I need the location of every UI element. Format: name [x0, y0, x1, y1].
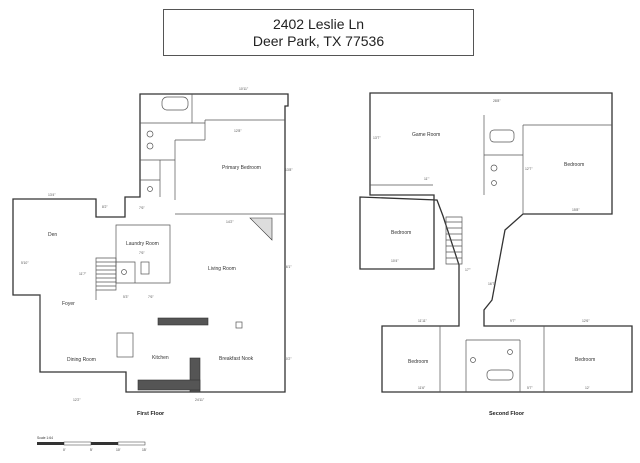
- scale-segment: [37, 442, 64, 445]
- bathtub-icon: [161, 96, 189, 111]
- dimension-label: 13'8": [285, 168, 293, 172]
- kitchen-counter-icon: [137, 379, 201, 391]
- floor-label-second: Second Floor: [489, 411, 525, 417]
- address-line-1: 2402 Leslie Ln: [272, 15, 365, 32]
- dimension-label: 16'7": [488, 282, 496, 286]
- dimension-label: 10'2": [284, 357, 292, 361]
- dimension-label: 10'11": [239, 87, 249, 91]
- dimension-label: 16'1": [284, 265, 292, 269]
- dimension-label: 17'": [465, 268, 471, 272]
- dimension-label: 12'2": [73, 398, 81, 402]
- scale-title: Scale 1:64: [37, 436, 53, 440]
- dimension-label: 24'11": [195, 398, 205, 402]
- dimension-label: 9'7": [510, 319, 516, 323]
- scale-segment: [117, 441, 146, 446]
- primary-bath-wall: [140, 94, 205, 197]
- room-label-dining-room: Dining Room: [67, 357, 96, 363]
- scale-tick: 5': [90, 448, 93, 452]
- kitchen-counter-icon: [189, 357, 201, 393]
- second-floor-exterior-wall: [359, 92, 633, 393]
- sink-icon: [146, 130, 154, 138]
- dimension-label: 12': [585, 386, 590, 390]
- dimension-label: 13'7": [373, 136, 381, 140]
- scale-segment: [63, 441, 92, 446]
- room-label-primary-bedroom: Primary Bedroom: [222, 165, 261, 171]
- kitchen-island-icon: [157, 317, 209, 326]
- toilet-icon: [470, 357, 476, 363]
- dimension-label: 11'6": [418, 386, 426, 390]
- dimension-label: 28'8": [493, 99, 501, 103]
- bathtub-icon: [486, 369, 514, 381]
- scale-segment: [91, 442, 118, 445]
- dimension-label: 11'11": [418, 319, 428, 323]
- dimension-label: 8'2": [102, 205, 108, 209]
- dimension-label: 14'2": [226, 220, 234, 224]
- dimension-label: 10'4": [391, 259, 399, 263]
- sink-icon: [146, 142, 154, 150]
- scale-tick: 15': [142, 448, 147, 452]
- scale-bar: Scale 1:64 0' 5' 10' 15': [37, 436, 147, 452]
- pantry-icon: [116, 332, 134, 358]
- room-label-foyer: Foyer: [62, 301, 75, 307]
- scale-tick: 0': [63, 448, 66, 452]
- dimension-label: 5'3": [123, 295, 129, 299]
- dimension-label: 12'6": [582, 319, 590, 323]
- primary-bedroom-wall: [174, 119, 285, 215]
- dimension-label: 7'6": [148, 295, 154, 299]
- dimension-label: 7'6": [139, 251, 145, 255]
- dimension-label: 15'8": [572, 208, 580, 212]
- address-title-box: 2402 Leslie Ln Deer Park, TX 77536: [163, 9, 474, 56]
- dimension-label: 5'7": [527, 386, 533, 390]
- toilet-icon: [147, 186, 153, 192]
- room-label-bedroom: Bedroom: [575, 357, 595, 363]
- first-floor-plan: [12, 93, 289, 393]
- washer-icon: [140, 261, 150, 275]
- address-line-2: Deer Park, TX 77536: [252, 32, 385, 49]
- room-label-bedroom: Bedroom: [564, 162, 584, 168]
- room-label-breakfast-nook: Breakfast Nook: [219, 356, 254, 362]
- room-label-laundry-room: Laundry Room: [126, 241, 159, 247]
- dimension-label: 7'6": [139, 206, 145, 210]
- bathtub-icon: [489, 129, 515, 143]
- column-icon: [235, 321, 243, 329]
- dimension-label: 5'10": [21, 261, 29, 265]
- second-floor-interior-wall: [370, 115, 612, 392]
- dimension-label: 11'7": [79, 272, 87, 276]
- dimension-label: 13'4": [48, 193, 56, 197]
- first-floor-stairs: [95, 257, 117, 291]
- scale-tick: 10': [116, 448, 121, 452]
- dimension-label: 12'8": [234, 129, 242, 133]
- dimension-label: 7'7": [176, 318, 182, 322]
- sink-icon: [507, 349, 513, 355]
- fireplace-icon: [249, 217, 273, 241]
- room-label-den: Den: [48, 232, 57, 238]
- floor-label-first: First Floor: [137, 411, 165, 417]
- toilet-icon: [491, 180, 497, 186]
- dimension-label: 11'": [424, 177, 430, 181]
- dimension-label: 12'7": [525, 167, 533, 171]
- room-label-game-room: Game Room: [412, 132, 440, 138]
- room-label-living-room: Living Room: [208, 266, 236, 272]
- room-label-kitchen: Kitchen: [152, 355, 169, 361]
- sink-icon: [490, 164, 498, 172]
- second-floor-stairs: [445, 216, 463, 265]
- toilet-icon: [121, 269, 127, 275]
- room-label-bedroom: Bedroom: [408, 359, 428, 365]
- room-label-bedroom: Bedroom: [391, 230, 411, 236]
- second-floor-plan: [359, 92, 633, 393]
- foyer-wall: [39, 290, 97, 340]
